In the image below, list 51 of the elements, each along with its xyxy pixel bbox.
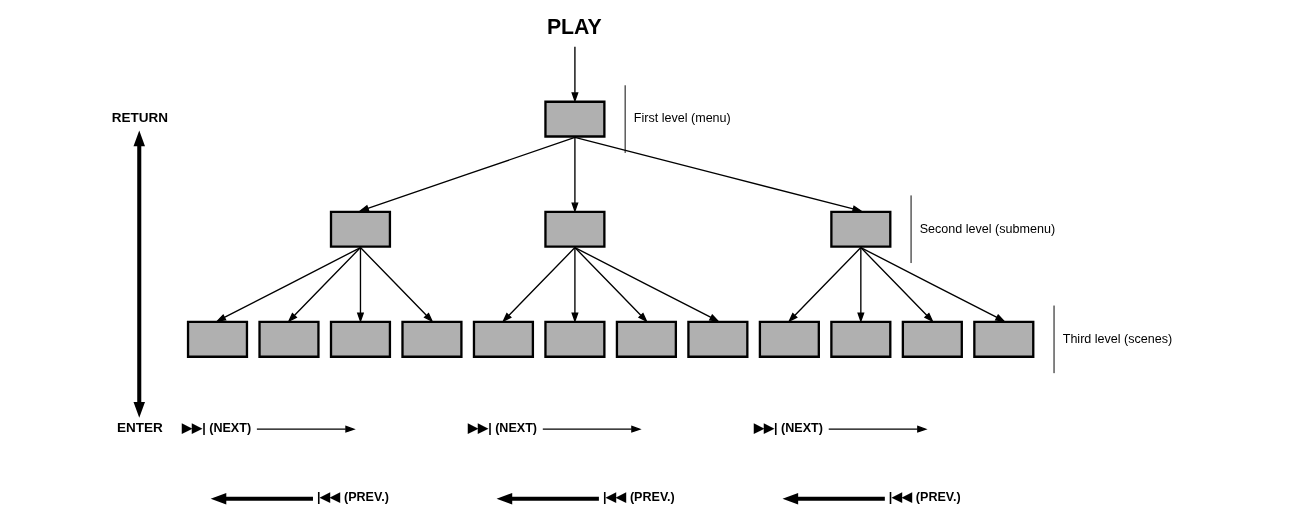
node-text: RETURN xyxy=(111,109,169,125)
node-box xyxy=(901,320,963,358)
node-box xyxy=(186,320,249,358)
arrow xyxy=(860,246,1006,322)
arrow xyxy=(857,246,865,324)
arrow xyxy=(133,130,145,418)
node-text: |◀◀ (PREV.) xyxy=(317,490,389,505)
label: Third level (scenes) xyxy=(1062,331,1173,346)
node-box xyxy=(973,320,1035,358)
node-box xyxy=(329,210,392,248)
node-box xyxy=(830,210,892,248)
node-text: ▶▶| (NEXT) xyxy=(754,420,823,435)
node-text: |◀◀ (PREV.) xyxy=(888,490,961,505)
node-text: |◀◀ (PREV.) xyxy=(602,490,675,505)
arrow xyxy=(782,493,885,505)
node-box xyxy=(544,210,606,248)
label: Second level (submenu) xyxy=(919,221,1056,236)
arrow xyxy=(571,246,579,324)
arrow xyxy=(358,136,576,212)
node-box xyxy=(544,320,606,358)
node-text: ENTER xyxy=(117,419,163,435)
node-box xyxy=(329,320,392,358)
arrow xyxy=(571,46,579,103)
node-box xyxy=(830,320,892,358)
arrow xyxy=(574,246,648,323)
node-box xyxy=(258,320,320,358)
node-box xyxy=(615,320,677,358)
arrow xyxy=(215,246,362,322)
label: First level (menu) xyxy=(633,111,731,126)
arrow xyxy=(256,425,356,433)
arrow xyxy=(542,425,642,433)
node-box xyxy=(401,320,463,358)
arrow xyxy=(574,246,720,322)
node-text: ▶▶| (NEXT) xyxy=(468,420,537,435)
arrow xyxy=(828,425,928,433)
node-box xyxy=(687,320,749,358)
arrow xyxy=(571,136,579,213)
arrow xyxy=(356,246,365,324)
arrow xyxy=(502,246,576,323)
arrow xyxy=(496,493,599,505)
node-box xyxy=(472,320,535,358)
node-box xyxy=(544,100,606,138)
node-text: ▶▶| (NEXT) xyxy=(182,420,252,435)
arrow xyxy=(287,246,362,323)
arrow xyxy=(359,246,434,323)
arrow xyxy=(860,246,934,323)
node-box xyxy=(758,320,820,358)
arrow xyxy=(787,246,862,323)
arrow xyxy=(574,136,863,213)
arrow xyxy=(210,493,313,505)
node-text: PLAY xyxy=(546,14,602,39)
